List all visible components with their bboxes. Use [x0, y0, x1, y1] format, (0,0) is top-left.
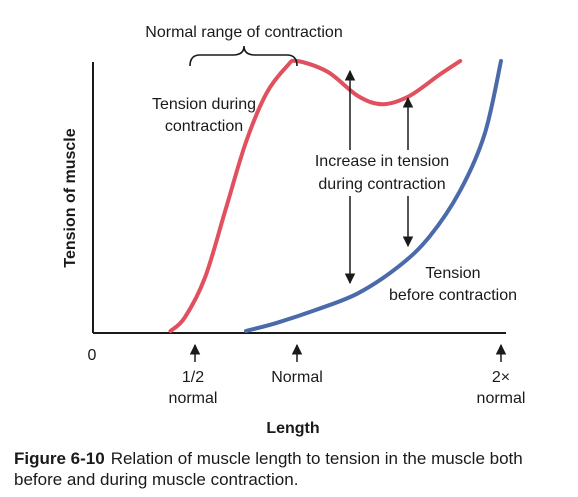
- increase-label-line1: Increase in tension: [315, 153, 449, 170]
- x-axis-title: Length: [266, 420, 319, 437]
- normal-range-label: Normal range of contraction: [145, 24, 342, 41]
- caption-text: Relation of muscle length to tension in …: [14, 449, 523, 489]
- tick-label-double-normal-line1: 2×: [492, 369, 510, 386]
- increase-label-line2: during contraction: [318, 176, 445, 193]
- series-line-tension-before-contraction: [244, 59, 503, 333]
- tick-label-half-normal-line2: normal: [169, 390, 218, 407]
- series-label-during-line2: contraction: [165, 118, 243, 135]
- tick-label-half-normal-line1: 1/2: [182, 369, 204, 386]
- x-origin-label: 0: [88, 347, 97, 364]
- series-label-during-line1: Tension during: [152, 96, 256, 113]
- figure-number: Figure 6-10: [14, 449, 105, 468]
- y-axis-title: Tension of muscle: [62, 128, 79, 267]
- tick-label-double-normal-line2: normal: [477, 390, 526, 407]
- normal-range-brace: [189, 45, 298, 67]
- series-label-before-line1: Tension: [425, 265, 480, 282]
- series-label-before-line2: before contraction: [389, 287, 517, 304]
- tick-label-normal: Normal: [271, 369, 323, 386]
